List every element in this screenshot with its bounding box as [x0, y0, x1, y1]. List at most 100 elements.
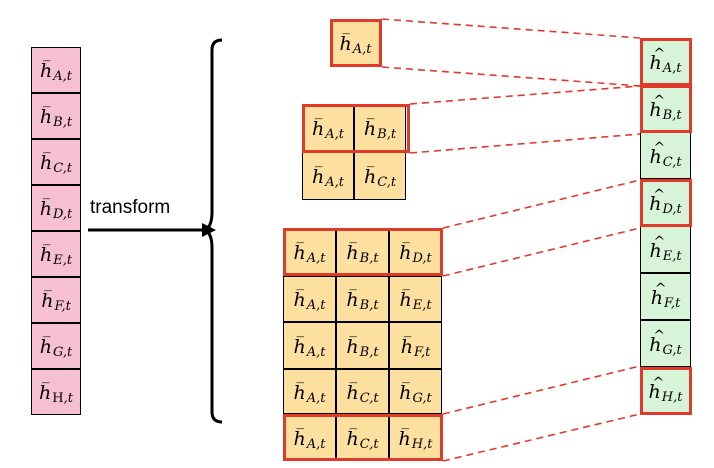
original-cell-h: ‾hH,t [31, 369, 81, 415]
subscript-time: ,t [334, 175, 344, 190]
output-cell-h: ^hH,t [640, 367, 691, 414]
hat-accent: ^ [652, 374, 665, 391]
symbol-base: h [346, 242, 359, 264]
cell-label: ‾hA,t [340, 29, 372, 57]
symbol-base: h [649, 51, 662, 74]
subscript-letter: A [306, 251, 317, 266]
subscript-time: ,t [422, 390, 432, 406]
symbol-subscript: E,t [663, 249, 682, 264]
subscript-letter: F [54, 299, 62, 314]
symbol-base: h [293, 381, 306, 404]
cell-label: ^hF,t [650, 281, 681, 311]
group3-cell-3-a: ‾hA,t [283, 369, 336, 414]
subscript-time: ,t [316, 298, 326, 313]
link-h-top [442, 365, 641, 415]
symbol-base: h [293, 427, 306, 450]
subscript-letter: H [52, 391, 64, 406]
symbol-subscript: G,t [662, 343, 681, 358]
output-cell-c: ^hC,t [640, 132, 691, 179]
cell-label: ^hC,t [649, 139, 681, 170]
cell-label: ^hB,t [649, 93, 682, 123]
subscript-time: ,t [369, 390, 379, 406]
subscript-time: ,t [386, 175, 397, 190]
cell-label: ^hH,t [649, 374, 683, 405]
subscript-time: ,t [672, 248, 682, 264]
bar-accent: ‾ [366, 116, 375, 134]
subscript-letter: A [306, 298, 317, 313]
bar-accent: ‾ [42, 242, 51, 260]
symbol-base: h [293, 335, 306, 358]
group3-cell-4-a: ‾hA,t [283, 414, 336, 461]
symbol-base: h [650, 286, 663, 309]
symbol-subscript: C,t [360, 391, 379, 406]
cell-label: ‾hA,t [312, 162, 344, 190]
symbol-base: h [399, 242, 412, 264]
group3-cell-2-b: ‾hB,t [336, 322, 389, 369]
subscript-letter: B [662, 107, 673, 123]
bar-accent: ‾ [349, 425, 357, 444]
subscript-time: ,t [386, 127, 397, 142]
hat-accent: ^ [653, 139, 666, 156]
subscript-time: ,t [62, 345, 73, 360]
symbol-subscript: A,t [325, 175, 344, 190]
output-cell-a: ^hA,t [640, 38, 691, 85]
cell-label: ^hD,t [649, 187, 682, 217]
bar-accent: ‾ [42, 334, 51, 352]
symbol-subscript: F,t [54, 299, 70, 314]
hat-accent: ^ [653, 327, 665, 344]
original-cell-g: ‾hG,t [31, 323, 81, 369]
bar-accent: ‾ [44, 288, 52, 306]
symbol-base: h [41, 290, 54, 312]
original-cell-e: ‾hE,t [31, 231, 81, 277]
bar-accent: ‾ [402, 287, 410, 305]
bar-accent: ‾ [43, 58, 51, 76]
symbol-base: h [649, 333, 662, 356]
subscript-time: ,t [62, 207, 73, 222]
symbol-subscript: H,t [662, 390, 683, 405]
cell-label: ‾hC,t [346, 378, 378, 406]
subscript-letter: H [661, 389, 674, 405]
bar-accent: ‾ [42, 196, 51, 214]
symbol-subscript: C,t [377, 175, 396, 190]
symbol-base: h [312, 118, 325, 140]
original-cell-f: ‾hF,t [31, 277, 81, 323]
symbol-subscript: C,t [53, 161, 72, 176]
subscript-time: ,t [62, 253, 73, 268]
group3-cell-1-a: ‾hA,t [283, 276, 336, 322]
output-cell-d: ^hD,t [640, 179, 691, 226]
subscript-letter: C [53, 161, 63, 176]
symbol-subscript: A,t [53, 69, 72, 84]
subscript-time: ,t [422, 251, 432, 266]
hat-accent: ^ [653, 45, 666, 62]
subscript-letter: B [377, 127, 387, 142]
original-cell-a: ‾hA,t [31, 47, 81, 93]
cell-label: ‾hB,t [346, 332, 378, 360]
symbol-subscript: E,t [413, 298, 432, 313]
subscript-letter: F [663, 295, 671, 311]
hat-accent: ^ [653, 233, 666, 250]
subscript-time: ,t [61, 299, 71, 314]
subscript-time: ,t [672, 107, 682, 123]
subscript-time: ,t [63, 391, 73, 406]
original-cell-d: ‾hD,t [31, 185, 81, 231]
group2-cell-0-a: ‾hA,t [302, 104, 354, 152]
cell-label: ‾hA,t [294, 424, 326, 452]
cell-label: ‾hB,t [346, 285, 378, 313]
output-cell-f: ^hF,t [640, 273, 691, 320]
subscript-letter: D [662, 201, 673, 217]
symbol-base: h [346, 289, 359, 311]
group3-cell-4-c: ‾hC,t [336, 414, 389, 461]
subscript-letter: C [359, 390, 370, 406]
subscript-letter: C [377, 175, 387, 190]
symbol-base: h [312, 166, 325, 188]
group3-cell-3-c: ‾hC,t [336, 369, 389, 414]
group3-cell-0-d: ‾hD,t [389, 228, 442, 276]
symbol-base: h [399, 289, 412, 311]
group3-cell-2-f: ‾hF,t [389, 322, 442, 369]
symbol-subscript: A,t [325, 127, 344, 142]
subscript-time: ,t [672, 201, 682, 217]
bar-accent: ‾ [296, 425, 305, 444]
cell-label: ^hE,t [649, 233, 682, 264]
